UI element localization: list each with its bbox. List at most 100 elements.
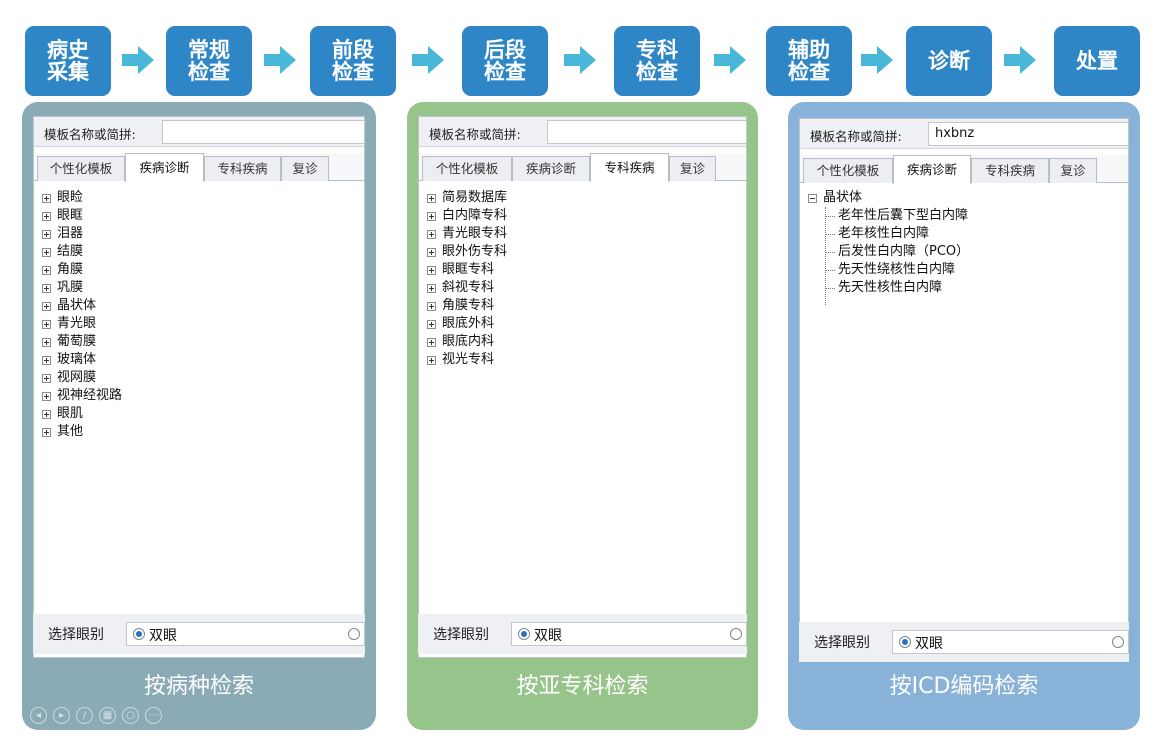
tree-leaf[interactable]: 后发性白内障（PCO） [808, 243, 1124, 261]
expand-icon[interactable] [42, 409, 51, 419]
tree-node[interactable]: 眼肌 [42, 405, 360, 423]
expand-icon[interactable] [427, 337, 436, 347]
expand-icon[interactable] [42, 247, 51, 257]
expand-icon[interactable] [42, 355, 51, 365]
expand-icon[interactable] [42, 337, 51, 347]
expand-icon[interactable] [427, 355, 436, 365]
tree-node[interactable]: 眼睑 [42, 189, 360, 207]
tree-node[interactable]: 眼底外科 [427, 315, 742, 333]
expand-icon[interactable] [427, 301, 436, 311]
tree-node[interactable]: 巩膜 [42, 279, 360, 297]
flow-step-routine-exam[interactable]: 常规 检查 [166, 26, 252, 96]
tree-node[interactable]: 泪器 [42, 225, 360, 243]
pen-icon[interactable]: / [76, 707, 93, 724]
radio-both-eyes[interactable] [899, 636, 911, 648]
slide-controls: ◂ ▸ / ▦ ○ ⋯ [30, 707, 162, 724]
flow-step-treatment[interactable]: 处置 [1054, 26, 1140, 96]
tree-node[interactable]: 眼眶专科 [427, 261, 742, 279]
radio-other-eye[interactable] [730, 628, 742, 640]
tree-node[interactable]: 眼眶 [42, 207, 360, 225]
tree-node[interactable]: 结膜 [42, 243, 360, 261]
eye-select-box[interactable]: 双眼 [892, 630, 1129, 654]
tree-node[interactable]: 视光专科 [427, 351, 742, 369]
flow-step-specialty-exam[interactable]: 专科 检查 [614, 26, 700, 96]
tree-node[interactable]: 角膜专科 [427, 297, 742, 315]
next-icon[interactable]: ▸ [53, 707, 70, 724]
eye-select-label: 选择眼别 [814, 635, 870, 651]
tree-leaf[interactable]: 老年性后囊下型白内障 [808, 207, 1124, 225]
tree-node-root[interactable]: 晶状体 [808, 189, 1124, 207]
eye-select-box[interactable]: 双眼 [511, 622, 747, 646]
expand-icon[interactable] [427, 211, 436, 221]
tree-node[interactable]: 眼底内科 [427, 333, 742, 351]
tree-leaf[interactable]: 先天性绕核性白内障 [808, 261, 1124, 279]
flow-step-posterior-exam[interactable]: 后段 检查 [462, 26, 548, 96]
tree-leaf[interactable]: 先天性核性白内障 [808, 279, 1124, 297]
tree-leaf[interactable]: 老年核性白内障 [808, 225, 1124, 243]
expand-icon[interactable] [427, 265, 436, 275]
slides-icon[interactable]: ▦ [99, 707, 116, 724]
tree-node[interactable]: 视网膜 [42, 369, 360, 387]
tree-node[interactable]: 葡萄膜 [42, 333, 360, 351]
tab-disease-diagnosis[interactable]: 疾病诊断 [125, 153, 204, 182]
expand-icon[interactable] [42, 319, 51, 329]
expand-icon[interactable] [42, 427, 51, 437]
tab-follow-up[interactable]: 复诊 [669, 156, 716, 181]
more-icon[interactable]: ⋯ [145, 707, 162, 724]
zoom-icon[interactable]: ○ [122, 707, 139, 724]
radio-other-eye[interactable] [1112, 636, 1124, 648]
tree-node[interactable]: 斜视专科 [427, 279, 742, 297]
expand-icon[interactable] [427, 193, 436, 203]
tab-personal-template[interactable]: 个性化模板 [422, 156, 512, 181]
expand-icon[interactable] [427, 229, 436, 239]
tab-personal-template[interactable]: 个性化模板 [803, 158, 893, 183]
eye-select-box[interactable]: 双眼 [126, 622, 365, 646]
expand-icon[interactable] [42, 265, 51, 275]
panel-caption: 按亚专科检索 [516, 674, 649, 699]
tree-node[interactable]: 简易数据库 [427, 189, 742, 207]
tab-specialty-disease[interactable]: 专科疾病 [204, 156, 281, 181]
expand-icon[interactable] [42, 373, 51, 383]
expand-icon[interactable] [42, 211, 51, 221]
tree-node[interactable]: 晶状体 [42, 297, 360, 315]
search-input[interactable] [162, 120, 365, 144]
tree-node[interactable]: 角膜 [42, 261, 360, 279]
expand-icon[interactable] [42, 283, 51, 293]
prev-icon[interactable]: ◂ [30, 707, 47, 724]
tab-follow-up[interactable]: 复诊 [1049, 158, 1097, 183]
tree-node[interactable]: 其他 [42, 423, 360, 441]
expand-icon[interactable] [427, 247, 436, 257]
tree-guide-line [825, 207, 826, 305]
tree-node[interactable]: 青光眼专科 [427, 225, 742, 243]
radio-both-eyes[interactable] [518, 628, 530, 640]
specialty-tree: 简易数据库 白内障专科 青光眼专科 眼外伤专科 眼眶专科 斜视专科 角膜专科 眼… [427, 189, 742, 369]
expand-icon[interactable] [427, 319, 436, 329]
collapse-icon[interactable] [808, 193, 817, 203]
tab-disease-diagnosis[interactable]: 疾病诊断 [512, 156, 590, 181]
expand-icon[interactable] [42, 391, 51, 401]
tab-specialty-disease[interactable]: 专科疾病 [590, 153, 669, 182]
flow-step-history[interactable]: 病史 采集 [25, 26, 111, 96]
expand-icon[interactable] [42, 229, 51, 239]
radio-both-eyes[interactable] [133, 628, 145, 640]
flow-step-diagnosis[interactable]: 诊断 [906, 26, 992, 96]
tab-personal-template[interactable]: 个性化模板 [37, 156, 125, 181]
tab-follow-up[interactable]: 复诊 [281, 156, 329, 181]
tree-node[interactable]: 眼外伤专科 [427, 243, 742, 261]
flow-step-anterior-exam[interactable]: 前段 检查 [310, 26, 396, 96]
tree-node[interactable]: 视神经视路 [42, 387, 360, 405]
expand-icon[interactable] [42, 301, 51, 311]
tab-specialty-disease[interactable]: 专科疾病 [971, 158, 1049, 183]
tab-disease-diagnosis[interactable]: 疾病诊断 [893, 155, 971, 184]
eye-select-label: 选择眼别 [433, 627, 489, 643]
tree-node[interactable]: 白内障专科 [427, 207, 742, 225]
tree-node[interactable]: 玻璃体 [42, 351, 360, 369]
expand-icon[interactable] [427, 283, 436, 293]
search-input[interactable]: hxbnz [928, 122, 1129, 146]
search-input[interactable] [547, 120, 747, 144]
tree-node[interactable]: 青光眼 [42, 315, 360, 333]
radio-other-eye[interactable] [348, 628, 360, 640]
expand-icon[interactable] [42, 193, 51, 203]
flow-step-auxiliary-exam[interactable]: 辅助 检查 [766, 26, 852, 96]
template-window: 模板名称或简拼: 个性化模板 疾病诊断 专科疾病 复诊 简易数据库 白内障专科 … [418, 116, 747, 658]
